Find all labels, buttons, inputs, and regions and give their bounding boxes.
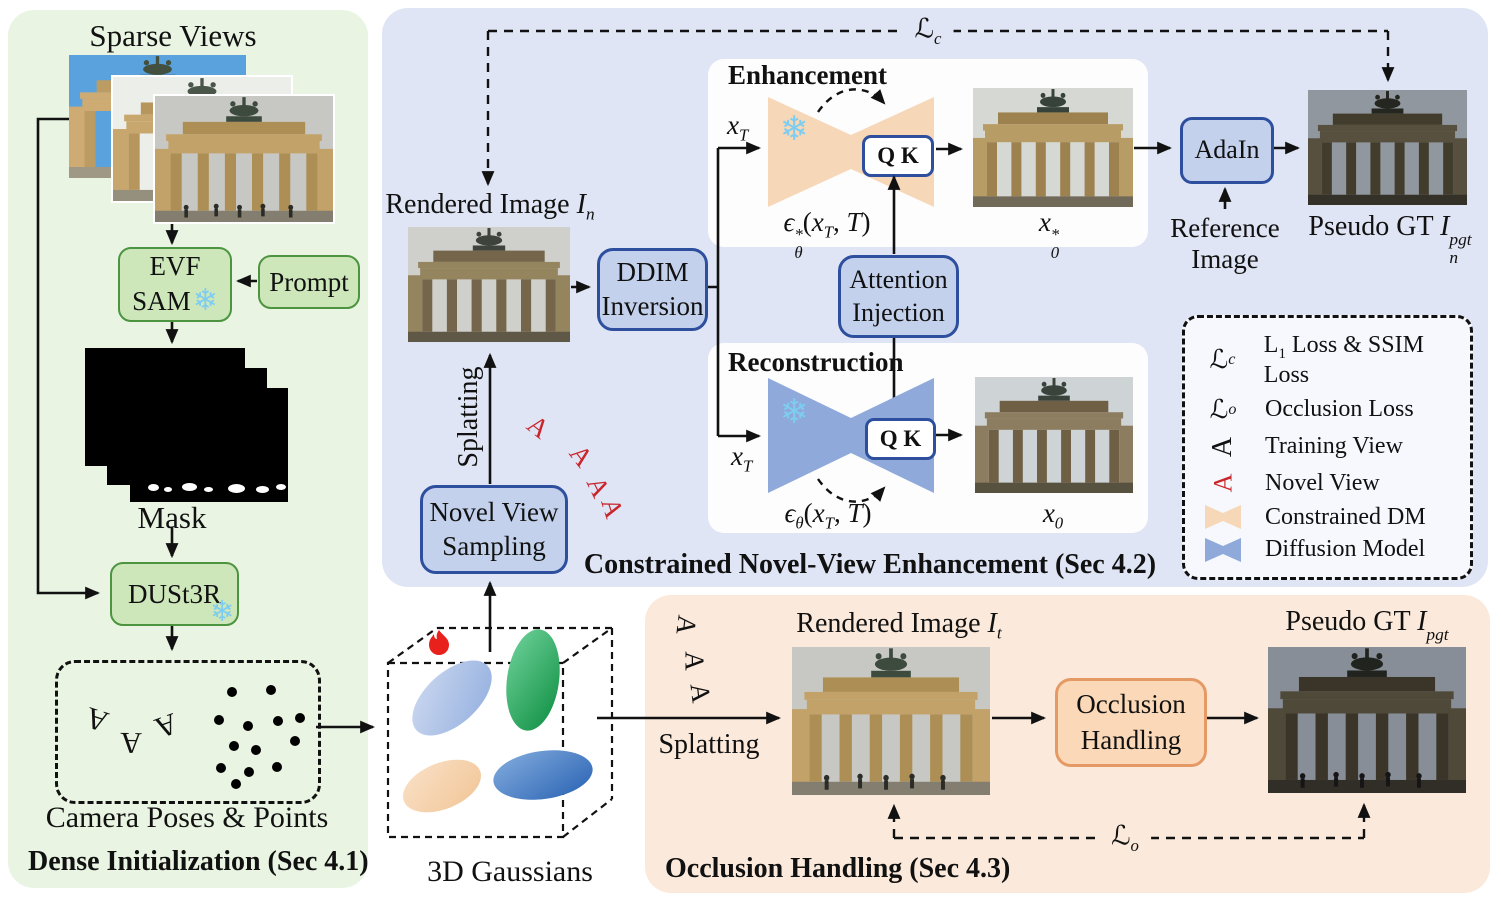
occlusion-line2: Handling — [1080, 724, 1182, 755]
ddim-line1: DDIM — [616, 256, 689, 287]
reference-image-label: Reference Image — [1170, 213, 1280, 275]
legend-label: Diffusion Model — [1265, 536, 1426, 563]
camera-frustum-icon: A — [150, 706, 182, 745]
occlusion-line1: Occlusion — [1076, 689, 1186, 720]
attention-line1: Attention — [849, 265, 948, 294]
ddim-line2: Inversion — [601, 290, 704, 321]
prompt-label: Prompt — [269, 266, 349, 297]
loss-c-label: ℒc — [902, 13, 954, 49]
gaussian-ellipse-peach — [403, 759, 481, 813]
legend-row-novel-view: A Novel View — [1185, 468, 1470, 498]
diffusion-model-icon — [1199, 537, 1247, 562]
cube-edges — [386, 626, 614, 839]
pseudo-gt-n-image — [1308, 90, 1467, 205]
constrained-dm-icon — [1199, 505, 1247, 530]
novel-view-sampling-box: Novel View Sampling — [420, 485, 568, 574]
novel-view-sampling-line2: Sampling — [442, 530, 546, 561]
gaussians-cube — [386, 626, 614, 839]
snowflake-icon: ❄ — [210, 594, 235, 628]
rendered-image-n-label: Rendered Image In — [385, 189, 595, 224]
x0-star-image — [973, 88, 1133, 207]
dense-initialization-title: Dense Initialization (Sec 4.1) — [28, 846, 369, 877]
camera-frustum-icon: A — [684, 681, 717, 705]
dust3r-label: DUSt3R — [127, 578, 222, 609]
snowflake-icon: ❄ — [779, 109, 809, 149]
prompt-box: Prompt — [258, 255, 360, 309]
sec-4-2-title: Constrained Novel-View Enhancement (Sec … — [583, 549, 1157, 580]
mask-image-3 — [130, 388, 288, 502]
occlusion-handling-box: Occlusion Handling — [1055, 678, 1207, 767]
eps-star-label: ϵ*θ(xT, T) — [783, 207, 871, 262]
camera-frustum-icon: A — [679, 651, 710, 671]
training-view-icon: A — [1206, 436, 1238, 457]
legend-label: L1 Loss & SSIM Loss — [1263, 331, 1424, 389]
rendered-image-n — [408, 227, 570, 342]
attention-injection-box: Attention Injection — [838, 255, 959, 338]
camera-poses-box: A A A — [55, 660, 321, 804]
gaussians-label: 3D Gaussians — [427, 855, 593, 888]
legend-label: Training View — [1265, 433, 1403, 460]
x-t-label-enhancement: xT — [727, 110, 749, 145]
mask-label: Mask — [137, 500, 207, 535]
evf-sam-box: EVF SAM❄ — [118, 247, 232, 322]
legend-row-diffusion-model: Diffusion Model — [1185, 536, 1470, 563]
enhancement-title: Enhancement — [728, 60, 888, 90]
sec-4-3-title: Occlusion Handling (Sec 4.3) — [665, 853, 1011, 884]
x0-image — [975, 377, 1133, 493]
camera-frustum-icon: A — [670, 613, 703, 637]
reconstruction-title: Reconstruction — [728, 347, 904, 377]
x0-star-label: x*0 — [1038, 207, 1060, 262]
camera-poses-label: Camera Poses & Points — [45, 801, 329, 834]
legend-label: Constrained DM — [1265, 503, 1426, 530]
legend-label: Occlusion Loss — [1265, 396, 1414, 423]
splatting-vertical-label: Splatting — [452, 366, 484, 468]
rendered-image-t-label: Rendered Image It — [796, 608, 1002, 643]
novel-view-sampling-line1: Novel View — [429, 496, 559, 527]
qk-box-reconstruction: Q K — [865, 418, 936, 460]
attention-line2: Injection — [852, 297, 945, 327]
gaussian-ellipse-green — [506, 629, 560, 731]
snowflake-icon: ❄ — [779, 392, 809, 432]
x-t-label-reconstruction: xT — [731, 441, 753, 476]
legend-row-constrained-dm: Constrained DM — [1185, 504, 1470, 531]
diffusion-model-shape — [768, 378, 934, 493]
gaussian-ellipse-lightblue — [412, 660, 492, 736]
qk-box-enhancement: Q K — [862, 135, 934, 177]
pseudo-gt-t-label: Pseudo GT Ipgtt — [1285, 606, 1449, 661]
sparse-view-photo-3 — [153, 94, 335, 224]
pseudo-gt-t-image — [1268, 647, 1466, 793]
camera-frustum-icon: A — [119, 725, 143, 760]
eps-label: ϵθ(xT, T) — [784, 498, 872, 533]
adain-box: AdaIn — [1180, 117, 1274, 184]
sparse-views-label: Sparse Views — [89, 18, 257, 53]
loss-o-label: ℒo — [1099, 820, 1151, 856]
legend-row-training-view: A Training View — [1185, 431, 1470, 463]
sam-label: SAM — [132, 285, 191, 316]
novel-view-icon: A — [1208, 473, 1237, 493]
rendered-image-t — [792, 647, 990, 795]
x0-label: x0 — [1042, 498, 1064, 533]
snowflake-icon: ❄ — [192, 282, 218, 318]
flame-icon — [429, 630, 449, 655]
legend-label: Novel View — [1265, 469, 1380, 496]
evf-label: EVF — [149, 251, 201, 282]
adain-label: AdaIn — [1194, 135, 1260, 165]
dust3r-box: DUSt3R ❄ — [110, 562, 239, 628]
gaussian-ellipse-blue — [493, 750, 593, 800]
camera-frustum-icon: A — [81, 700, 113, 739]
ddim-inversion-box: DDIM Inversion — [597, 248, 708, 331]
splatting-label: Splatting — [658, 729, 760, 760]
